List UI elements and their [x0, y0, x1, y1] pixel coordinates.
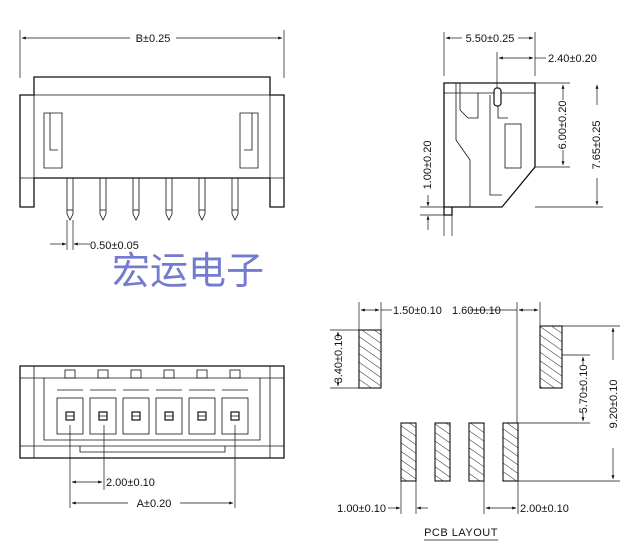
cavity [155, 397, 183, 435]
pin [66, 178, 74, 221]
side-view: 5.50±0.25 2.40±0.20 6.00±0.20 7.65±0.25 [420, 32, 603, 236]
pad-height-label: 3.40±0.10 [333, 335, 345, 384]
pcb-layout-caption: PCB LAYOUT [424, 527, 498, 539]
bottom-cavities [56, 369, 249, 435]
inner-height-label: 6.00±0.20 [557, 101, 569, 150]
cavity [188, 397, 216, 435]
pin-pad-width-label: 1.00±0.10 [337, 503, 386, 515]
housing-outline [19, 76, 285, 208]
watermark-text: 宏运电子 [112, 249, 264, 293]
pin [99, 178, 107, 221]
side-housing-outline [443, 82, 536, 208]
cavity [122, 397, 150, 435]
overall-label: 9.20±0.10 [608, 380, 620, 429]
pin [198, 178, 206, 221]
right-mount-pad [539, 325, 563, 389]
pin [165, 178, 173, 221]
pin-pad [400, 422, 417, 482]
pin-pitch-label: 2.00±0.10 [520, 503, 569, 515]
pin-pad [468, 422, 485, 482]
pitch-label: 2.00±0.10 [106, 477, 155, 489]
gap-label: 1.60±0.10 [452, 305, 501, 317]
span-label: A±0.20 [137, 498, 172, 510]
pin-width-label: 0.50±0.05 [90, 240, 139, 252]
pcb-layout: 1.50±0.10 1.60±0.10 3.40±0.10 5.70±0.10 … [330, 302, 620, 541]
center-offset-label: 5.70±0.10 [578, 365, 590, 414]
left-mount-pad [358, 329, 382, 389]
bottom-view: 2.00±0.10 A±0.20 [19, 365, 285, 510]
pin [231, 178, 239, 221]
offset-label: 2.40±0.20 [548, 53, 597, 65]
cavity [89, 397, 117, 435]
pin [132, 178, 140, 221]
pin-pad [502, 422, 519, 482]
front-pins [66, 178, 239, 221]
standoff-label: 1.00±0.20 [422, 141, 434, 190]
bottom-housing-outline [19, 365, 285, 459]
pin-pad [434, 422, 451, 482]
width-dimension-label: B±0.25 [136, 33, 171, 45]
front-view: B±0.25 0.50±0.05 [19, 30, 285, 252]
total-height-label: 7.65±0.25 [591, 121, 603, 170]
depth-label: 5.50±0.25 [466, 33, 515, 45]
pad-width-label: 1.50±0.10 [393, 305, 442, 317]
